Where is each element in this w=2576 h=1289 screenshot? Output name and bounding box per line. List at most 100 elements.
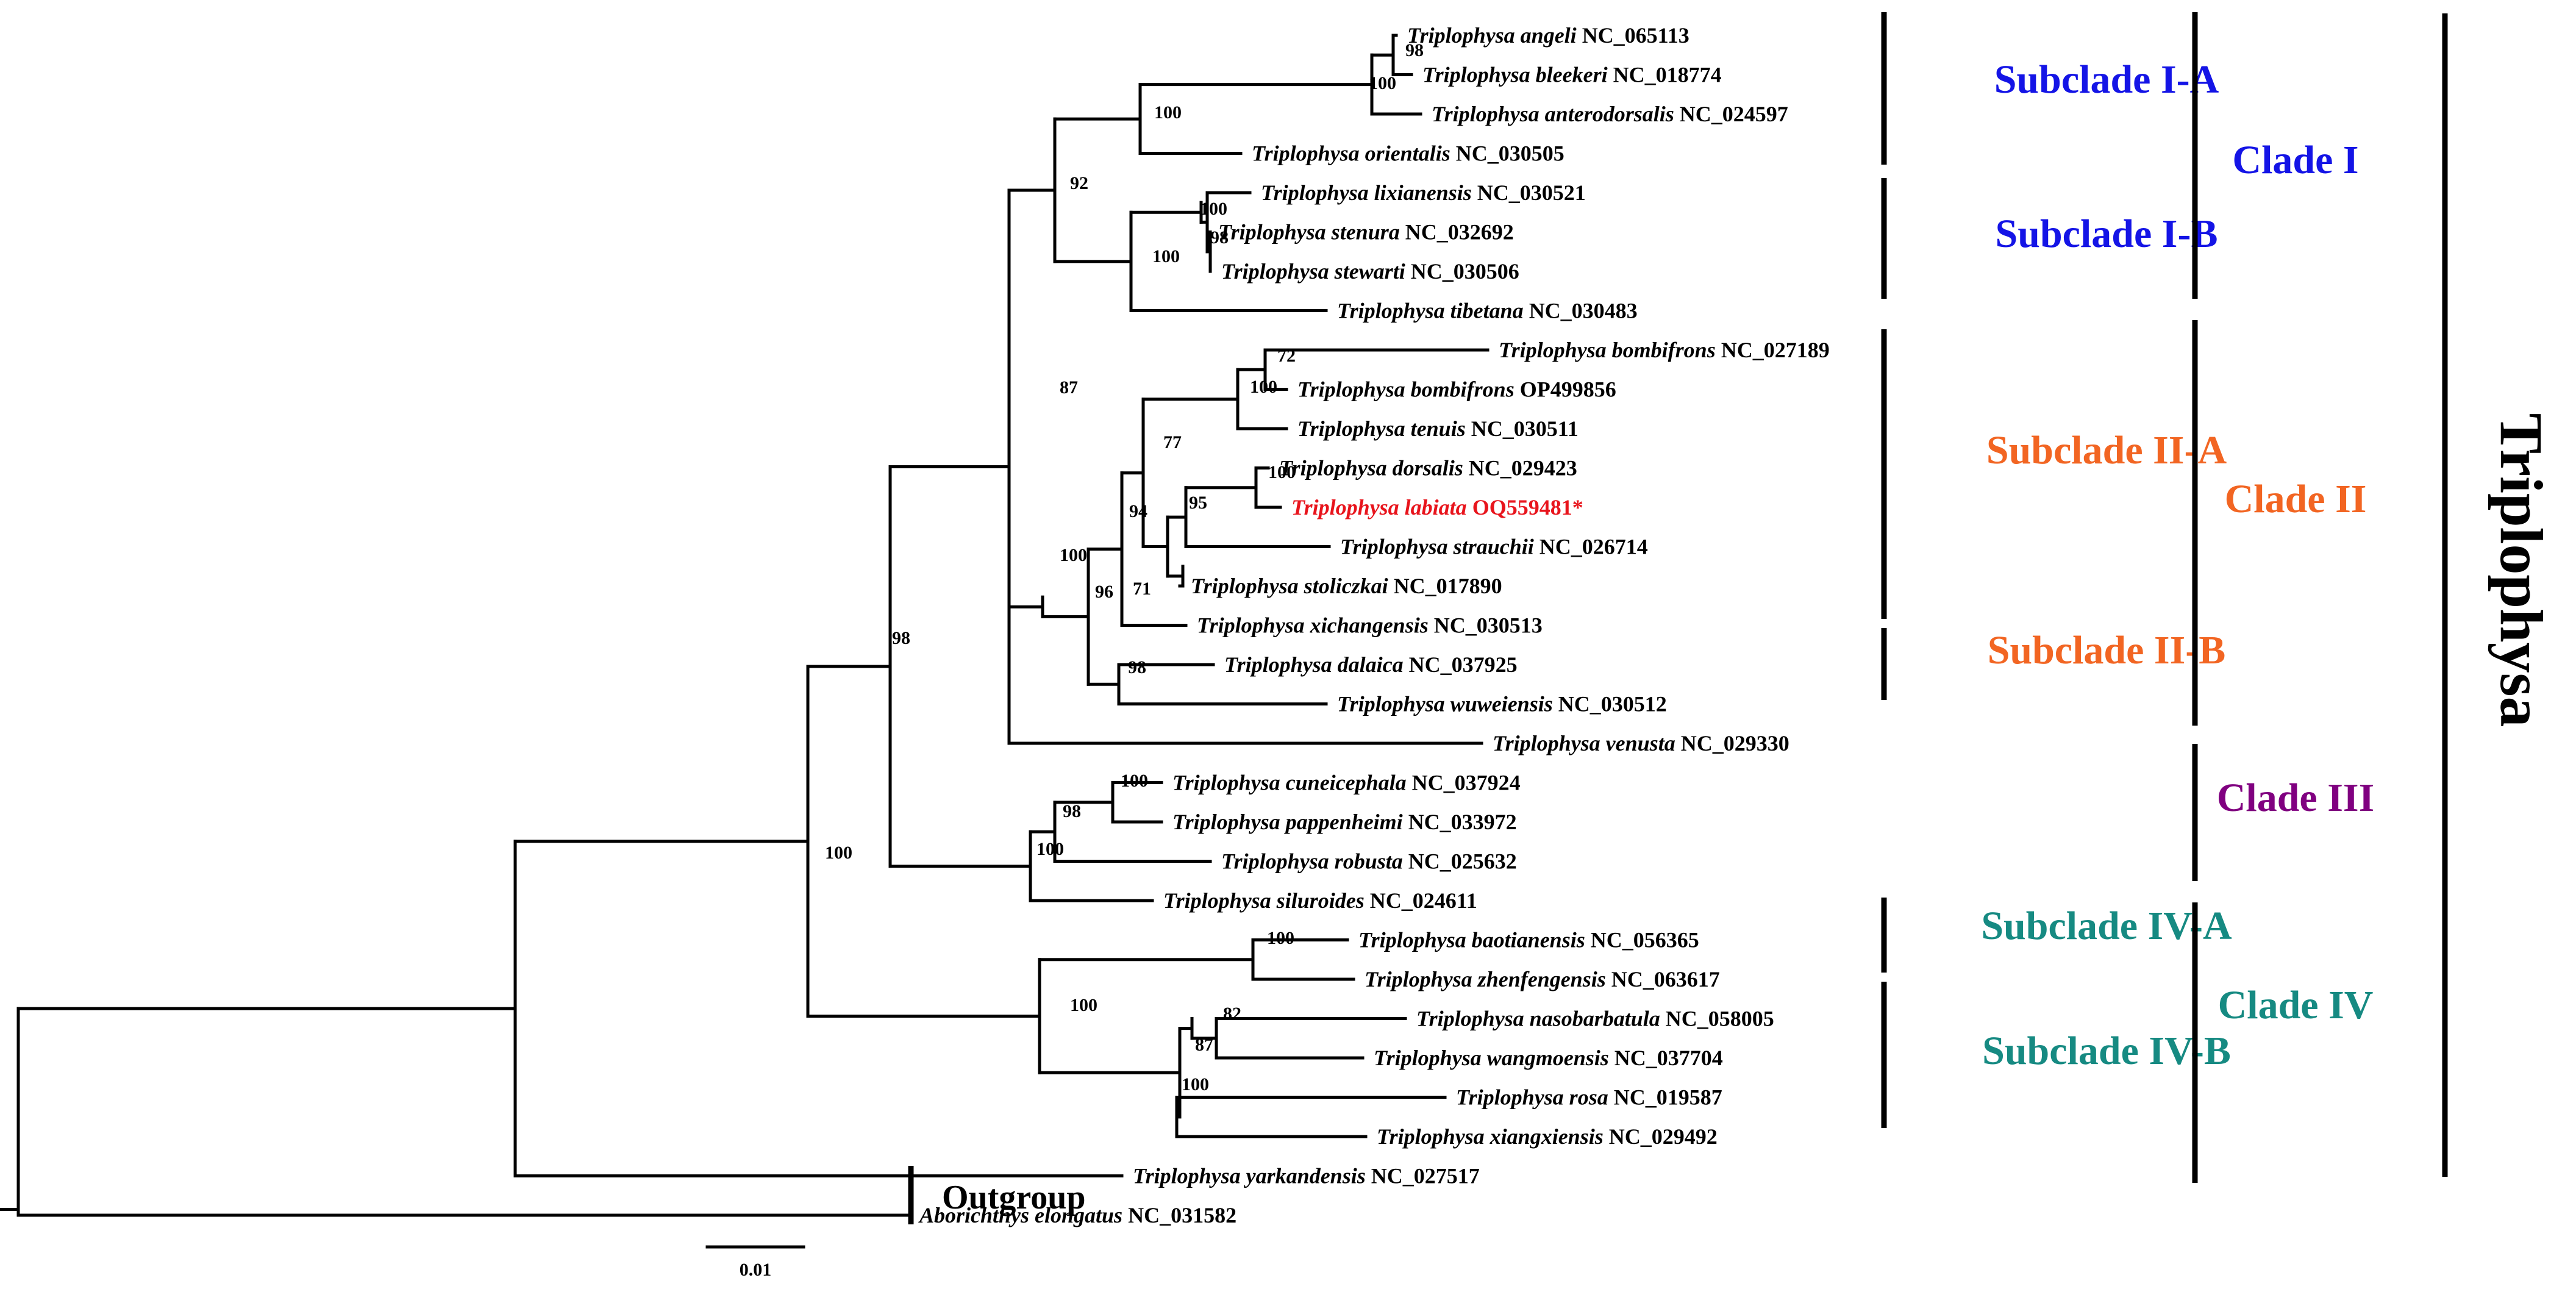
taxon-label: Triplophysa tenuis NC_030511 bbox=[1297, 416, 1579, 441]
subclade-label: Subclade II-B bbox=[1988, 628, 2226, 673]
bootstrap-value: 87 bbox=[1195, 1035, 1213, 1055]
accession-number: NC_024611 bbox=[1370, 888, 1477, 913]
taxon-label: Triplophysa orientalis NC_030505 bbox=[1252, 141, 1565, 166]
clade-label: Clade III bbox=[2217, 776, 2375, 820]
accession-number: NC_029492 bbox=[1609, 1124, 1718, 1149]
accession-number: NC_030505 bbox=[1456, 141, 1565, 166]
taxon-label: Triplophysa pappenheimi NC_033972 bbox=[1172, 810, 1517, 834]
accession-number: NC_037924 bbox=[1412, 771, 1521, 795]
accession-number: OQ559481* bbox=[1472, 495, 1583, 520]
bootstrap-value: 100 bbox=[1369, 73, 1396, 93]
taxon-name: Triplophysa wangmoensis bbox=[1374, 1046, 1614, 1070]
bootstrap-value: 100 bbox=[1070, 995, 1097, 1015]
taxon-name: Triplophysa bombifrons bbox=[1499, 338, 1721, 362]
taxon-name: Triplophysa wuweiensis bbox=[1337, 692, 1558, 716]
bootstrap-value: 98 bbox=[1128, 657, 1146, 677]
bootstrap-value: 100 bbox=[1200, 199, 1227, 219]
taxon-name: Triplophysa venusta bbox=[1493, 731, 1681, 755]
clade-label: Clade II bbox=[2225, 477, 2367, 521]
taxon-name: Triplophysa xichangensis bbox=[1197, 613, 1434, 638]
tree-branches bbox=[0, 34, 1490, 1217]
bootstrap-value: 98 bbox=[1063, 801, 1081, 821]
subclade-label: Subclade I-A bbox=[1994, 57, 2219, 102]
bootstrap-value: 100 bbox=[825, 843, 852, 863]
accession-number: NC_030521 bbox=[1477, 180, 1586, 205]
bootstrap-value: 100 bbox=[1267, 928, 1294, 948]
taxon-label: Triplophysa xichangensis NC_030513 bbox=[1197, 613, 1543, 638]
clade-label: Clade I bbox=[2232, 138, 2358, 182]
taxon-name: Triplophysa rosa bbox=[1456, 1085, 1614, 1110]
bootstrap-value: 100 bbox=[1121, 771, 1148, 791]
scale-bar: 0.01 bbox=[705, 1245, 805, 1280]
taxon-name: Triplophysa stoliczkai bbox=[1191, 574, 1394, 598]
accession-number: NC_030513 bbox=[1434, 613, 1543, 638]
genus-label: Triplophysa bbox=[2488, 413, 2555, 727]
bootstrap-value: 100 bbox=[1154, 102, 1182, 123]
subclade-label: Subclade II-A bbox=[1986, 428, 2227, 473]
taxon-name: Triplophysa bleekeri bbox=[1422, 63, 1613, 87]
taxon-name: Triplophysa dorsalis bbox=[1279, 456, 1469, 480]
bootstrap-value: 100 bbox=[1060, 545, 1087, 565]
taxon-label: Triplophysa xiangxiensis NC_029492 bbox=[1377, 1124, 1718, 1149]
taxon-name: Triplophysa lixianensis bbox=[1261, 180, 1477, 205]
taxon-name: Triplophysa xiangxiensis bbox=[1377, 1124, 1609, 1149]
accession-number: NC_018774 bbox=[1613, 63, 1722, 87]
taxon-label: Triplophysa dorsalis NC_029423 bbox=[1279, 456, 1577, 480]
accession-number: OP499856 bbox=[1520, 377, 1616, 402]
bootstrap-value: 100 bbox=[1182, 1074, 1209, 1094]
bootstrap-value: 95 bbox=[1189, 493, 1207, 513]
bootstrap-value: 92 bbox=[1070, 173, 1088, 193]
accession-number: NC_029423 bbox=[1469, 456, 1577, 480]
accession-number: NC_063617 bbox=[1611, 967, 1720, 991]
taxon-label: Triplophysa baotianensis NC_056365 bbox=[1358, 928, 1699, 952]
taxon-label: Triplophysa venusta NC_029330 bbox=[1493, 731, 1789, 755]
accession-number: NC_030511 bbox=[1471, 416, 1579, 441]
bootstrap-value: 96 bbox=[1095, 582, 1113, 602]
taxon-label: Aborichthys elongatus NC_031582 bbox=[918, 1203, 1236, 1227]
taxon-name: Aborichthys elongatus bbox=[918, 1203, 1128, 1227]
bootstrap-value: 100 bbox=[1036, 839, 1064, 859]
accession-number: NC_056365 bbox=[1591, 928, 1699, 952]
bootstrap-value: 100 bbox=[1268, 462, 1296, 482]
bootstrap-value: 87 bbox=[1060, 377, 1078, 398]
taxon-name: Triplophysa stenura bbox=[1218, 220, 1405, 245]
accession-number: NC_031582 bbox=[1128, 1203, 1236, 1227]
taxon-name: Triplophysa angeli bbox=[1407, 23, 1582, 48]
taxon-name: Triplophysa strauchii bbox=[1340, 535, 1540, 559]
taxon-label: Triplophysa tibetana NC_030483 bbox=[1337, 299, 1638, 323]
accession-number: NC_037925 bbox=[1409, 652, 1518, 677]
taxon-label: Triplophysa wangmoensis NC_037704 bbox=[1374, 1046, 1723, 1070]
accession-number: NC_029330 bbox=[1681, 731, 1789, 755]
taxon-label: Triplophysa bombifrons NC_027189 bbox=[1499, 338, 1830, 362]
taxon-label: Triplophysa wuweiensis NC_030512 bbox=[1337, 692, 1667, 716]
taxon-name: Triplophysa siluroides bbox=[1163, 888, 1370, 913]
accession-number: NC_033972 bbox=[1408, 810, 1517, 834]
taxon-labels: Triplophysa angeli NC_065113Triplophysa … bbox=[918, 23, 1830, 1227]
accession-number: NC_019587 bbox=[1614, 1085, 1722, 1110]
accession-number: NC_017890 bbox=[1394, 574, 1502, 598]
bootstrap-value: 98 bbox=[1405, 40, 1424, 60]
taxon-label: Triplophysa lixianensis NC_030521 bbox=[1261, 180, 1586, 205]
accession-number: NC_037704 bbox=[1614, 1046, 1723, 1070]
taxon-label: Triplophysa cuneicephala NC_037924 bbox=[1172, 771, 1521, 795]
subclade-label: Subclade IV-B bbox=[1982, 1029, 2231, 1073]
subclade-label: Subclade I-B bbox=[1996, 212, 2218, 256]
taxon-name: Triplophysa cuneicephala bbox=[1172, 771, 1412, 795]
taxon-name: Triplophysa stewarti bbox=[1221, 259, 1411, 284]
clade-label: Clade IV bbox=[2218, 983, 2374, 1027]
clade-brackets: Subclade I-A Subclade I-B Subclade II-A Sub… bbox=[908, 12, 2555, 1224]
taxon-name: Triplophysa robusta bbox=[1221, 849, 1408, 874]
taxon-label: Triplophysa siluroides NC_024611 bbox=[1163, 888, 1477, 913]
accession-number: NC_030483 bbox=[1529, 299, 1638, 323]
accession-number: NC_032692 bbox=[1405, 220, 1514, 245]
bootstrap-values: 9810010092100981008772100779510094719698… bbox=[825, 40, 1424, 1094]
accession-number: NC_058005 bbox=[1666, 1007, 1774, 1031]
subclade-label: Subclade IV-A bbox=[1981, 904, 2232, 948]
taxon-label: Triplophysa zhenfengensis NC_063617 bbox=[1365, 967, 1720, 991]
bootstrap-value: 72 bbox=[1277, 346, 1296, 366]
bootstrap-value: 82 bbox=[1223, 1004, 1241, 1024]
taxon-name: Triplophysa zhenfengensis bbox=[1365, 967, 1611, 991]
taxon-label: Triplophysa labiata OQ559481* bbox=[1291, 495, 1583, 520]
bootstrap-value: 71 bbox=[1133, 579, 1151, 599]
